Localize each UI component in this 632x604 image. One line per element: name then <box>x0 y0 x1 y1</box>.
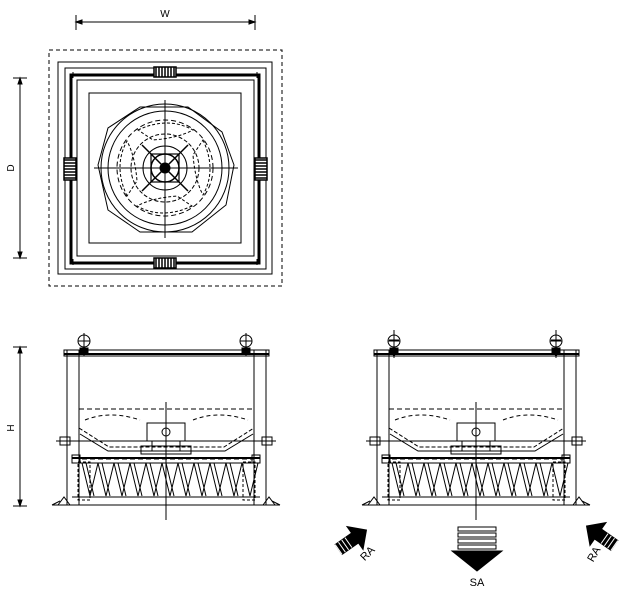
return-air-arrow-right: RA <box>585 521 619 564</box>
width-dimension: W <box>74 9 257 30</box>
plan-view: W D <box>6 9 283 287</box>
depth-label: D <box>6 164 17 171</box>
hanger-left <box>77 333 91 356</box>
depth-dimension: D <box>6 76 27 260</box>
isolator-left <box>63 157 77 181</box>
width-label: W <box>160 9 170 20</box>
panel <box>88 92 242 244</box>
side-elevation <box>361 330 591 521</box>
outer-boundary <box>48 49 283 287</box>
supply-air-label: SA <box>470 577 485 589</box>
supply-air-arrow: SA <box>450 526 504 589</box>
return-air-label-right: RA <box>585 544 603 564</box>
height-dimension: H <box>6 345 27 508</box>
isolator-top <box>153 66 177 78</box>
return-air-arrow-left: RA <box>334 525 378 564</box>
isolator-bottom <box>153 257 177 269</box>
hanger-right <box>239 333 253 356</box>
isolator-right <box>254 157 268 181</box>
bolt-right <box>551 330 561 358</box>
fan-assembly <box>94 100 238 238</box>
outer-frame <box>57 61 273 275</box>
bolt-left <box>389 330 399 358</box>
corner-lugs <box>70 72 260 265</box>
front-elevation <box>51 333 281 520</box>
height-label: H <box>6 424 17 431</box>
